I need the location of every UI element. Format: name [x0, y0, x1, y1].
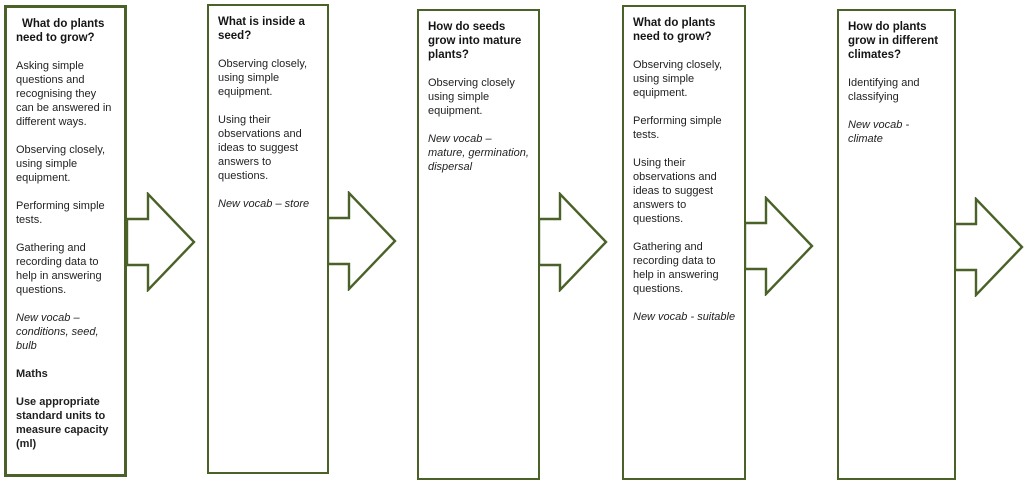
- right-arrow-icon: [126, 192, 196, 292]
- right-arrow-icon: [744, 196, 814, 296]
- box-title: What do plants need to grow?: [16, 18, 105, 44]
- box-title: How do plants grow in different climates…: [848, 21, 939, 61]
- box-body: Observing closely, using simple equipmen…: [633, 58, 736, 324]
- box-paragraph: Using their observations and ideas to su…: [218, 114, 302, 182]
- flow-box-3: How do seeds grow into mature plants? Ob…: [417, 9, 540, 480]
- flow-box-5: How do plants grow in different climates…: [837, 9, 956, 480]
- box-paragraph: New vocab - climate: [848, 119, 910, 145]
- box-paragraph: Gathering and recording data to help in …: [16, 242, 102, 296]
- box-paragraph: Gathering and recording data to help in …: [633, 241, 719, 295]
- box-paragraph: New vocab – store: [218, 198, 310, 210]
- box-paragraph: Asking simple questions and recognising …: [16, 60, 112, 128]
- box-body: Observing closely using simple equipment…: [428, 76, 530, 174]
- box-paragraph: New vocab – mature, germination, dispers…: [428, 133, 529, 173]
- box-paragraph: Maths: [16, 368, 48, 380]
- box-paragraph: Identifying and classifying: [848, 77, 920, 103]
- flow-box-4: What do plants need to grow? Observing c…: [622, 5, 746, 480]
- box-title: What do plants need to grow?: [633, 17, 716, 43]
- box-paragraph: Observing closely using simple equipment…: [428, 77, 515, 117]
- box-body: Asking simple questions and recognising …: [16, 59, 116, 451]
- box-title: How do seeds grow into mature plants?: [428, 21, 522, 61]
- box-paragraph: Using their observations and ideas to su…: [633, 157, 717, 225]
- flow-box-1: What do plants need to grow? Asking simp…: [4, 5, 127, 477]
- box-paragraph: Performing simple tests.: [16, 200, 105, 226]
- box-paragraph: Performing simple tests.: [633, 115, 722, 141]
- box-paragraph: New vocab – conditions, seed, bulb: [16, 312, 99, 352]
- box-paragraph: Observing closely, using simple equipmen…: [16, 144, 106, 184]
- box-paragraph: Observing closely, using simple equipmen…: [633, 59, 723, 99]
- box-paragraph: New vocab - suitable: [633, 311, 736, 323]
- flow-box-2: What is inside a seed? Observing closely…: [207, 4, 329, 474]
- box-paragraph: Use appropriate standard units to measur…: [16, 396, 109, 450]
- right-arrow-icon: [538, 192, 608, 292]
- box-body: Observing closely, using simple equipmen…: [218, 57, 319, 211]
- box-title: What is inside a seed?: [218, 16, 305, 42]
- box-paragraph: Observing closely, using simple equipmen…: [218, 58, 308, 98]
- right-arrow-icon: [327, 191, 397, 291]
- right-arrow-icon: [954, 197, 1024, 297]
